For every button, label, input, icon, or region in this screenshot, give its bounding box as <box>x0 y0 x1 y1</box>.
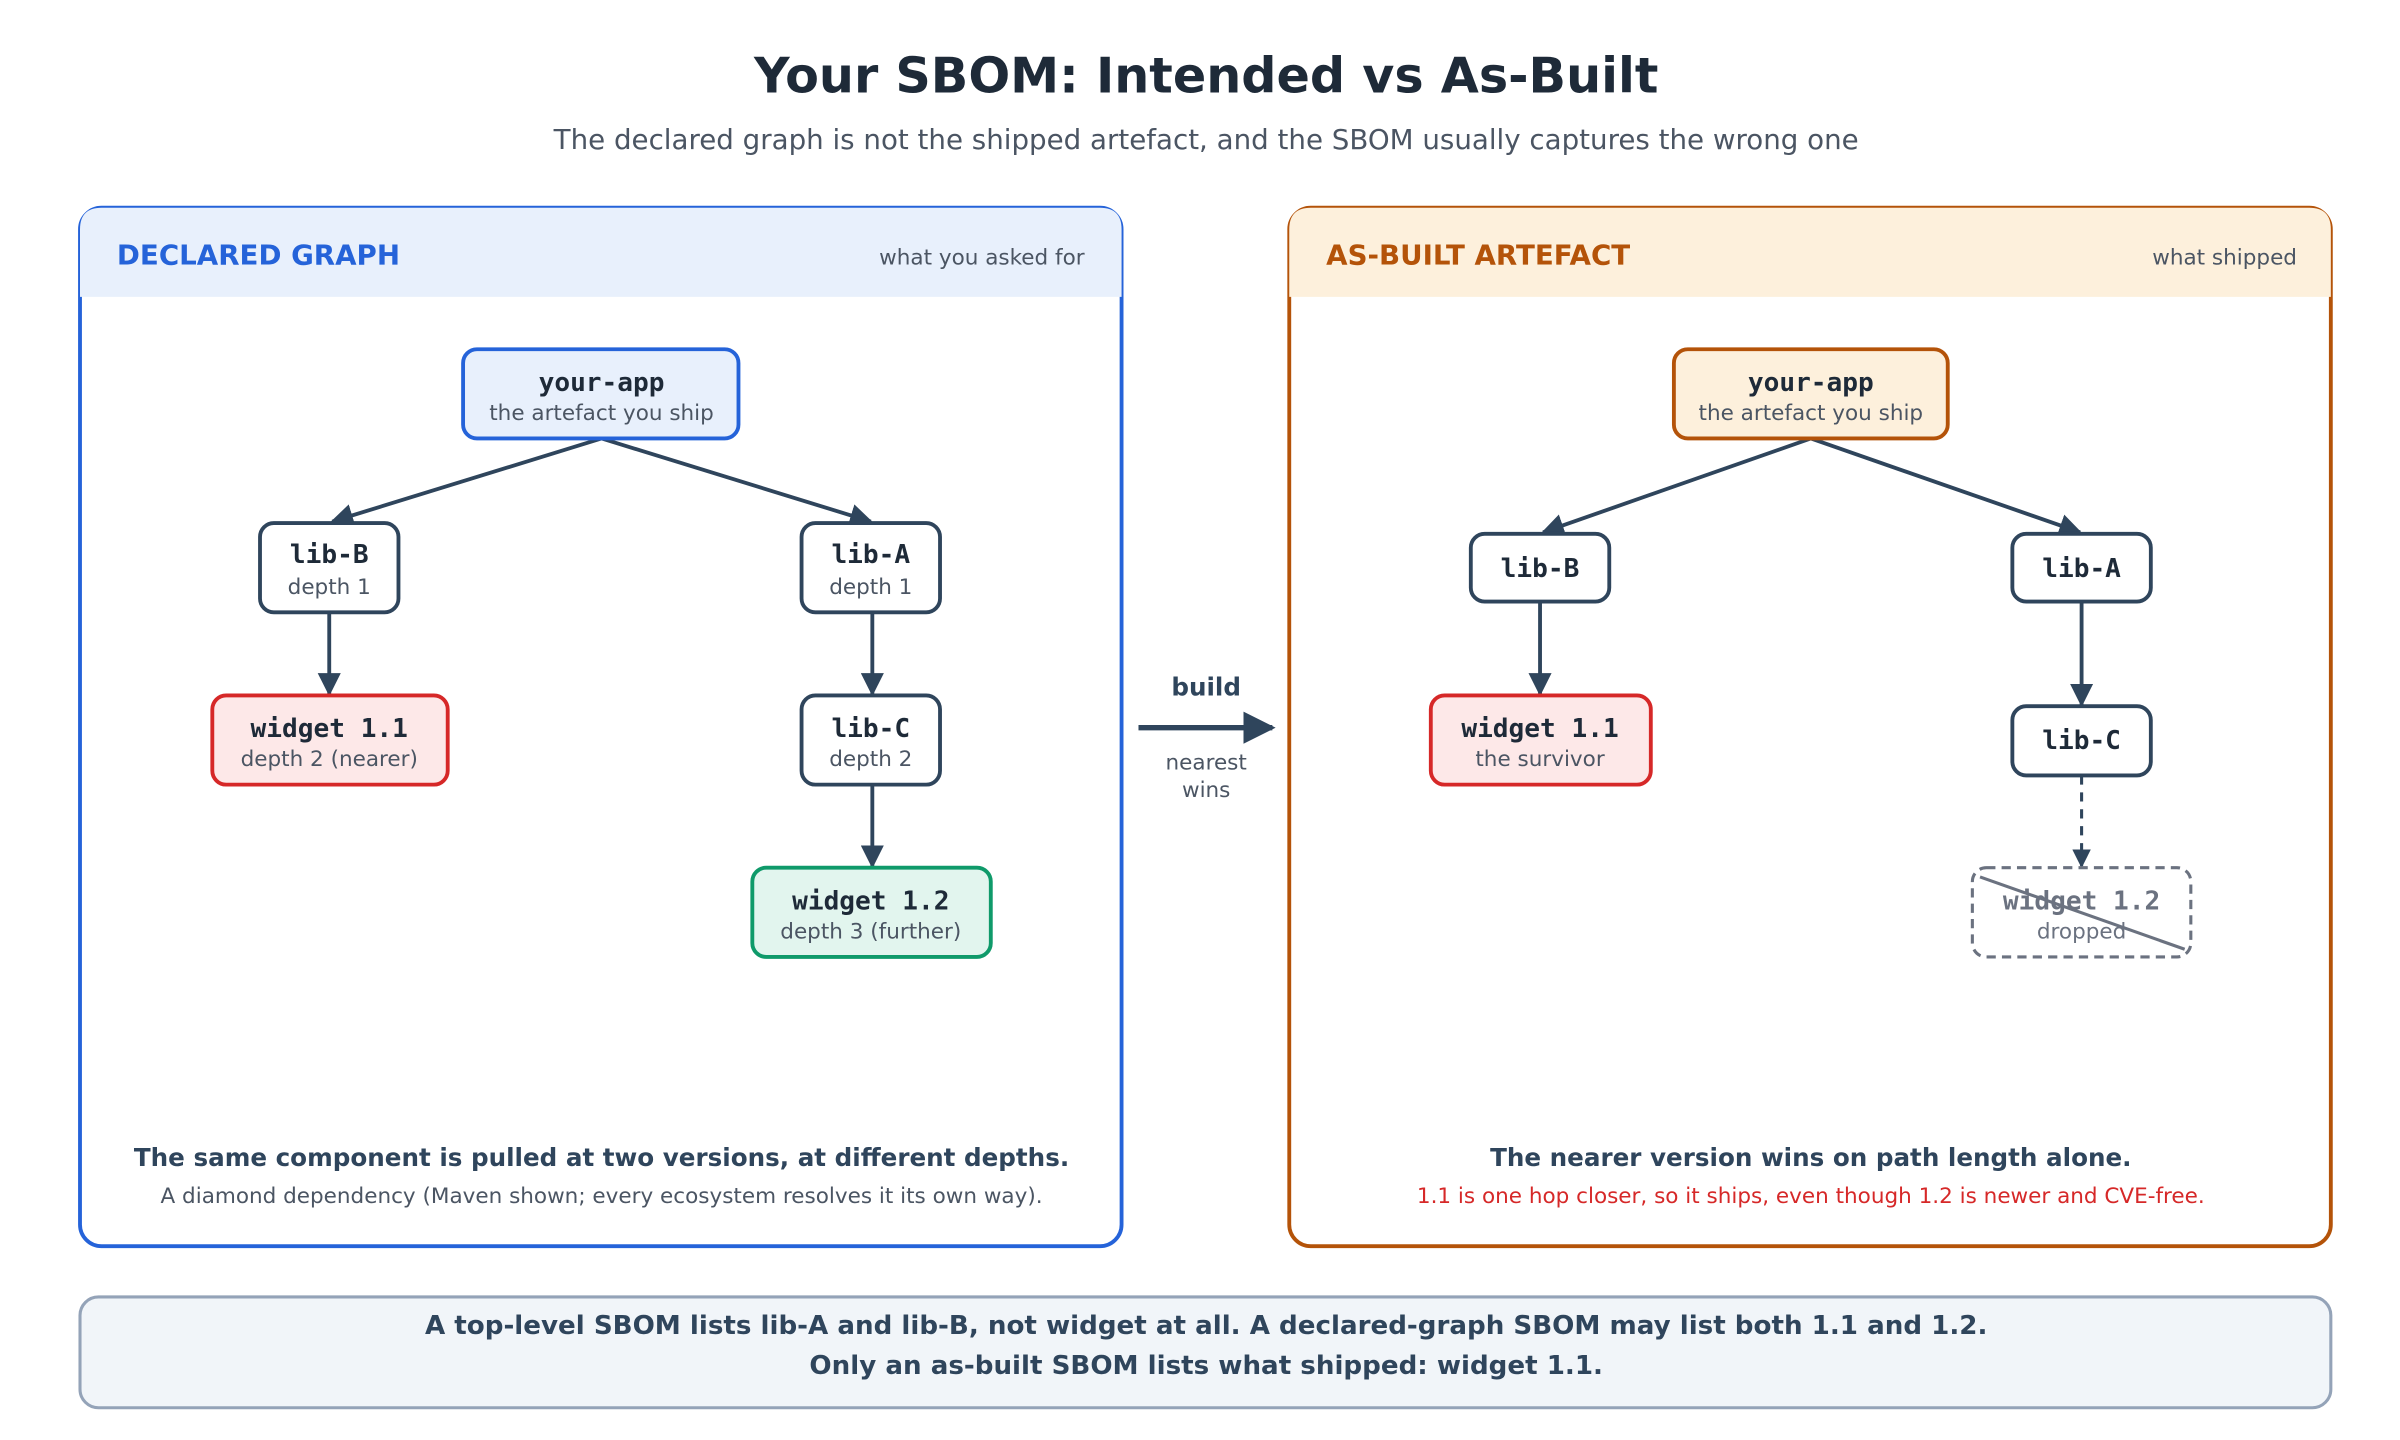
svg-text:the artefact you ship: the artefact you ship <box>1699 401 1924 426</box>
node-widget-1-1: widget 1.1 depth 2 (nearer) <box>210 693 450 787</box>
svg-text:the artefact you ship: the artefact you ship <box>489 401 714 426</box>
svg-text:lib-B: lib-B <box>1501 554 1580 584</box>
node-widget-1-2-dropped: widget 1.2 dropped <box>1970 866 2193 959</box>
svg-text:depth 1: depth 1 <box>829 575 912 600</box>
as-built-panel: AS-BUILT ARTEFACT what shipped your-app … <box>1287 205 2333 1249</box>
svg-text:depth 2 (nearer): depth 2 (nearer) <box>241 747 418 772</box>
svg-text:lib-B: lib-B <box>290 540 369 570</box>
node-your-app: your-app the artefact you ship <box>461 347 741 441</box>
page-subtitle: The declared graph is not the shipped ar… <box>553 123 1859 156</box>
wins-label: wins <box>1182 778 1230 803</box>
svg-text:widget 1.1: widget 1.1 <box>251 714 408 744</box>
edge-app-libB <box>330 436 603 527</box>
svg-text:depth 2: depth 2 <box>829 747 912 772</box>
svg-text:lib-A: lib-A <box>2042 554 2121 584</box>
footer-line-2: Only an as-built SBOM lists what shipped… <box>809 1351 1603 1381</box>
as-built-caption: 1.1 is one hop closer, so it ships, even… <box>1417 1184 2205 1209</box>
svg-text:lib-C: lib-C <box>831 714 910 744</box>
as-built-tag: what shipped <box>2152 246 2297 271</box>
svg-text:the survivor: the survivor <box>1475 747 1604 772</box>
strikethrough-line <box>1979 875 2186 951</box>
node-lib-b: lib-B depth 1 <box>258 521 401 615</box>
declared-panel-header <box>80 207 1122 297</box>
page-title: Your SBOM: Intended vs As-Built <box>753 46 1658 104</box>
node-widget-1-2: widget 1.2 depth 3 (further) <box>750 865 993 959</box>
footer-note: A top-level SBOM lists lib-A and lib-B, … <box>78 1295 2333 1410</box>
svg-text:lib-A: lib-A <box>831 540 910 570</box>
declared-tag: what you asked for <box>879 246 1085 271</box>
svg-text:your-app: your-app <box>539 368 665 398</box>
edge-app-libA <box>600 436 873 527</box>
svg-text:your-app: your-app <box>1748 368 1874 398</box>
edge-app-libB-built <box>1540 436 1812 537</box>
svg-text:widget 1.1: widget 1.1 <box>1461 714 1618 744</box>
edge-app-libA-built <box>1810 436 2083 537</box>
as-built-panel-header <box>1289 207 2331 297</box>
as-built-caption-bold: The nearer version wins on path length a… <box>1490 1143 2131 1172</box>
nearest-label: nearest <box>1166 750 1247 775</box>
node-lib-a-built: lib-A <box>2010 531 2153 604</box>
declared-heading: DECLARED GRAPH <box>117 239 400 272</box>
declared-caption-bold: The same component is pulled at two vers… <box>134 1143 1069 1172</box>
node-your-app-built: your-app the artefact you ship <box>1671 347 1950 441</box>
declared-caption: A diamond dependency (Maven shown; every… <box>161 1184 1043 1209</box>
as-built-heading: AS-BUILT ARTEFACT <box>1326 239 1630 272</box>
node-lib-b-built: lib-B <box>1468 531 1612 604</box>
svg-text:depth 1: depth 1 <box>288 575 371 600</box>
build-label: build <box>1171 672 1241 701</box>
build-arrow: build nearest wins <box>1138 672 1276 803</box>
node-lib-c-built: lib-C <box>2010 704 2153 778</box>
svg-text:lib-C: lib-C <box>2042 726 2121 756</box>
node-lib-c: lib-C depth 2 <box>799 693 942 787</box>
svg-text:depth 3 (further): depth 3 (further) <box>780 919 961 944</box>
svg-text:widget 1.2: widget 1.2 <box>792 886 949 916</box>
node-lib-a: lib-A depth 1 <box>799 521 942 615</box>
node-widget-1-1-built: widget 1.1 the survivor <box>1428 693 1653 787</box>
declared-graph-panel: DECLARED GRAPH what you asked for your-a… <box>78 205 1124 1249</box>
footer-line-1: A top-level SBOM lists lib-A and lib-B, … <box>425 1311 1987 1341</box>
